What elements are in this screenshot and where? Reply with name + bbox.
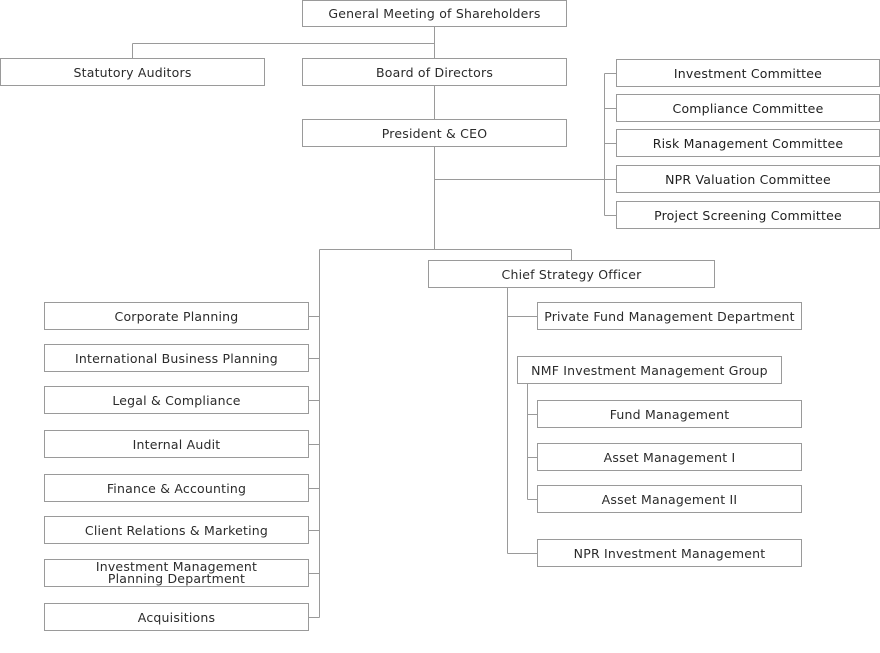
cso-box: Chief Strategy Officer: [428, 260, 715, 288]
committee-box: Compliance Committee: [616, 94, 880, 122]
department-box: International Business Planning: [44, 344, 309, 372]
board-box: Board of Directors: [302, 58, 567, 86]
ceo-box: President & CEO: [302, 119, 567, 147]
npr-box: NPR Investment Management: [537, 539, 802, 567]
private-fund-box: Private Fund Management Department: [537, 302, 802, 330]
auditors-box: Statutory Auditors: [0, 58, 265, 86]
department-box: Legal & Compliance: [44, 386, 309, 414]
nmf-unit-box: Asset Management I: [537, 443, 802, 471]
committee-box: Risk Management Committee: [616, 129, 880, 157]
committee-box: Investment Committee: [616, 59, 880, 87]
department-box: Internal Audit: [44, 430, 309, 458]
committee-box: Project Screening Committee: [616, 201, 880, 229]
department-box: Finance & Accounting: [44, 474, 309, 502]
nmf-unit-box: Asset Management II: [537, 485, 802, 513]
department-box: Corporate Planning: [44, 302, 309, 330]
department-box: Acquisitions: [44, 603, 309, 631]
nmf-unit-box: Fund Management: [537, 400, 802, 428]
nmf-group-box: NMF Investment Management Group: [517, 356, 782, 384]
department-box: Investment Management Planning Departmen…: [44, 559, 309, 587]
shareholders-box: General Meeting of Shareholders: [302, 0, 567, 27]
committee-box: NPR Valuation Committee: [616, 165, 880, 193]
department-box: Client Relations & Marketing: [44, 516, 309, 544]
